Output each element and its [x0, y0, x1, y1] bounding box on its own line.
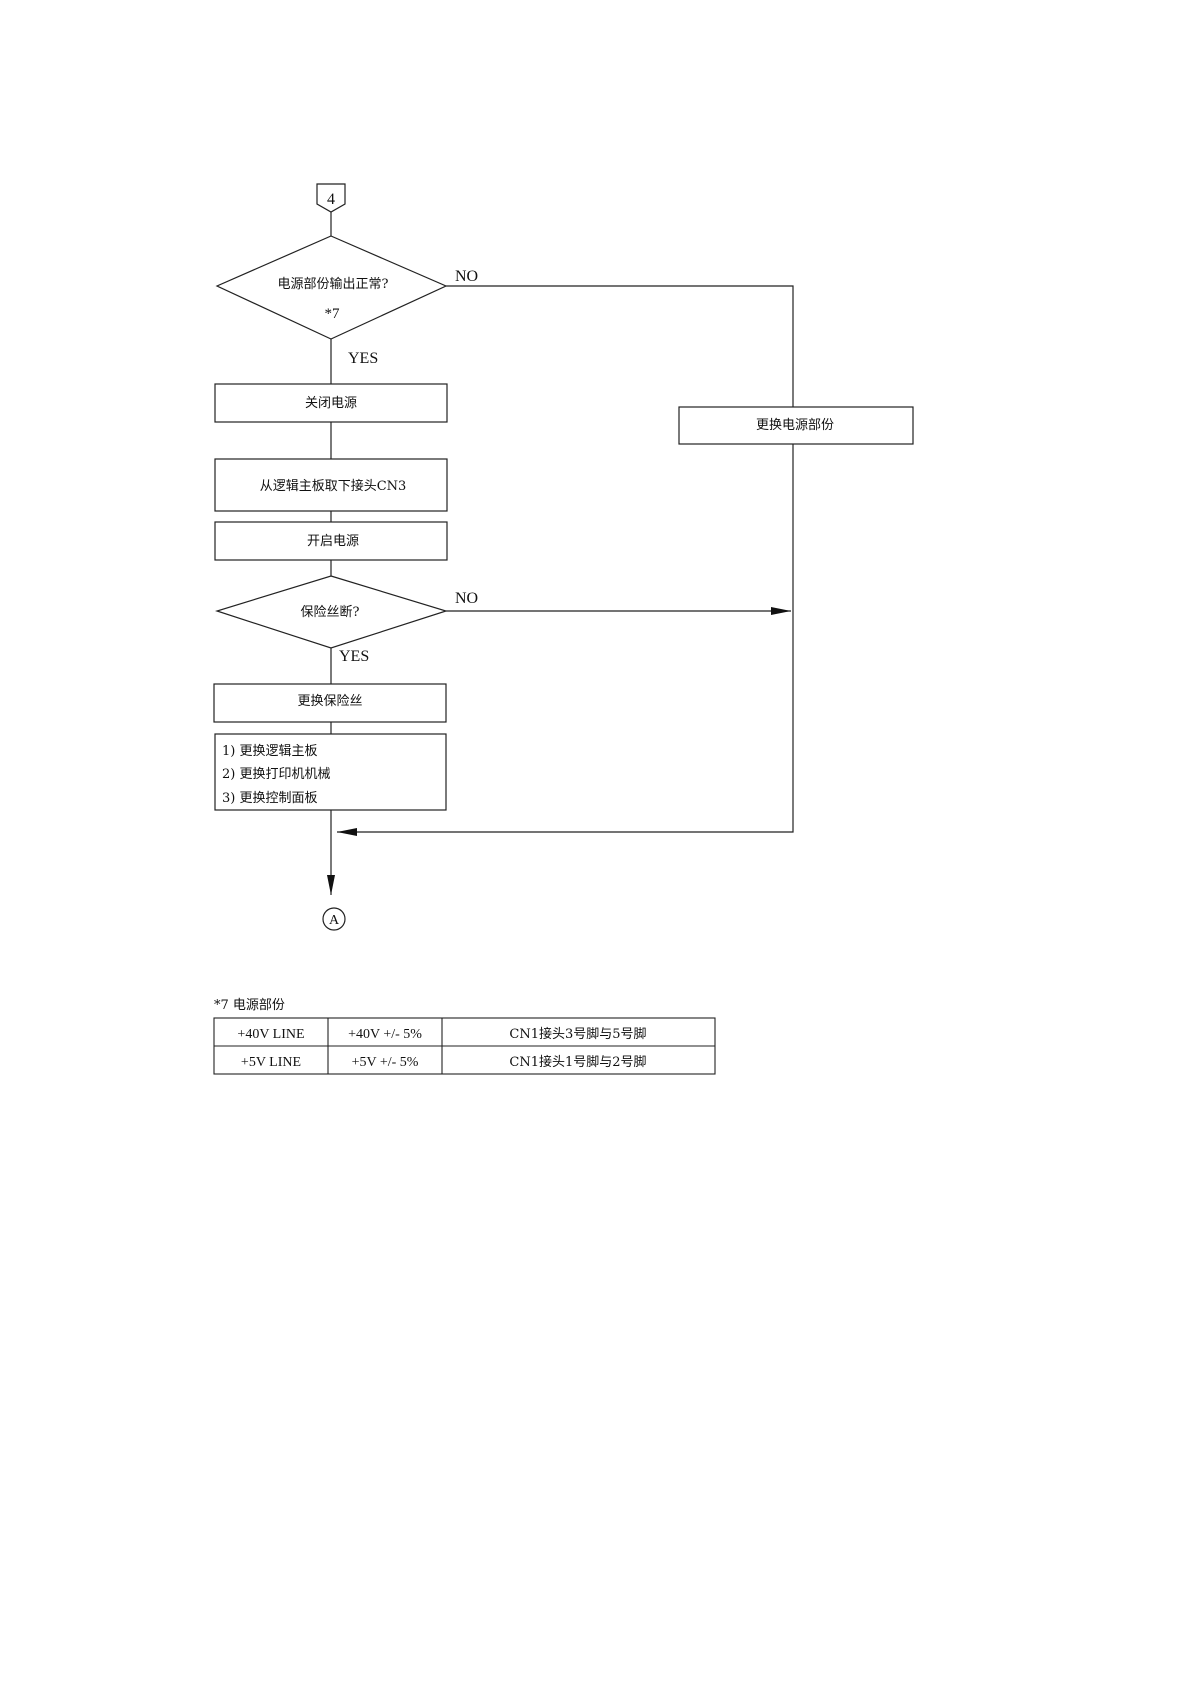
- note-cell-r1-c3: CN1接头3号脚与5号脚: [509, 1026, 646, 1042]
- decision-power-note: *7: [325, 306, 341, 322]
- replace-list-item-1: 1) 更换逻辑主板: [222, 744, 317, 759]
- yes-label-2: YES: [339, 648, 369, 665]
- box-replace-power-label: 更换电源部份: [756, 418, 834, 433]
- replace-list-item-3: 3) 更换控制面板: [222, 791, 317, 806]
- box-replace-fuse-label: 更换保险丝: [297, 694, 362, 709]
- note-cell-r2-c3: CN1接头1号脚与2号脚: [509, 1054, 646, 1070]
- no-label-1: NO: [455, 268, 478, 285]
- note-cell-r2-c2: +5V +/- 5%: [352, 1055, 419, 1070]
- note-title: *7 电源部份: [214, 998, 285, 1013]
- decision-fuse-label: 保险丝断?: [301, 605, 360, 620]
- no-branch-line-1: [446, 286, 793, 407]
- note-cell-r1-c2: +40V +/- 5%: [348, 1027, 422, 1042]
- connector-in-label: 4: [327, 191, 335, 208]
- yes-label-1: YES: [348, 350, 378, 367]
- note-cell-r2-c1: +5V LINE: [241, 1055, 301, 1070]
- box-power-off-label: 关闭电源: [305, 396, 357, 411]
- connector-out-label: A: [329, 913, 340, 928]
- box-power-on-label: 开启电源: [307, 534, 359, 549]
- box-remove-cn3-label: 从逻辑主板取下接头CN3: [260, 478, 407, 494]
- note-cell-r1-c1: +40V LINE: [237, 1027, 304, 1042]
- decision-power-label: 电源部份输出正常?: [278, 276, 389, 292]
- replace-list-item-2: 2) 更换打印机机械: [222, 767, 330, 782]
- no-label-2: NO: [455, 590, 478, 607]
